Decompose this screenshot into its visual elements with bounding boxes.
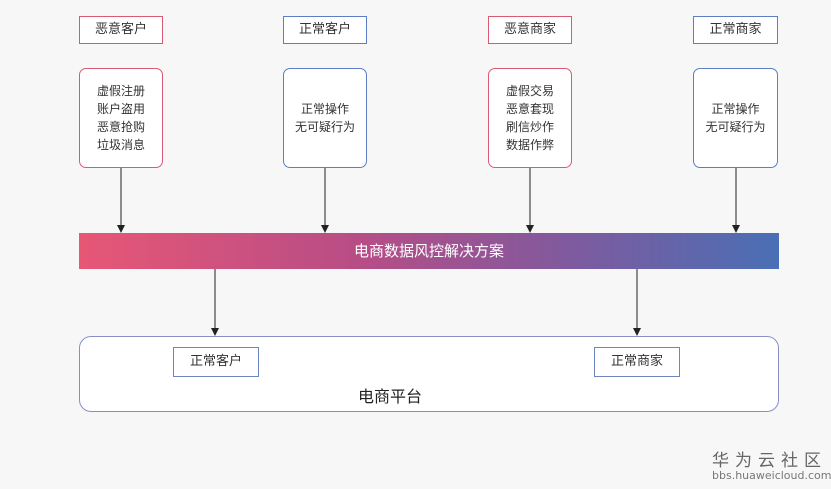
label-malicious-merchant: 恶意商家 (488, 16, 572, 44)
desc-line: 恶意套现 (505, 102, 554, 116)
label-normal-customer: 正常客户 (283, 16, 367, 44)
platform-label: 电商平台 (357, 387, 422, 406)
desc-line: 恶意抢购 (96, 120, 145, 134)
desc-line: 无可疑行为 (294, 120, 355, 134)
desc-normal-merchant: 正常操作 无可疑行为 (693, 68, 778, 168)
platform-normal-merchant: 正常商家 (594, 347, 680, 377)
desc-line: 账户盗用 (96, 102, 145, 116)
desc-line: 正常操作 (711, 102, 760, 116)
desc-malicious-merchant: 虚假交易 恶意套现 刷信炒作 数据作弊 (488, 68, 572, 168)
desc-line: 虚假注册 (96, 84, 145, 98)
label-normal-merchant: 正常商家 (693, 16, 778, 44)
watermark-title: 华为云社区 (712, 451, 827, 471)
desc-line: 虚假交易 (505, 84, 554, 98)
desc-line: 垃圾消息 (96, 138, 145, 152)
desc-line: 无可疑行为 (705, 120, 766, 134)
desc-malicious-customer: 虚假注册 账户盗用 恶意抢购 垃圾消息 (79, 68, 163, 168)
watermark-url: bbs.huaweicloud.com (712, 469, 831, 482)
platform-normal-customer: 正常客户 (173, 347, 259, 377)
desc-line: 刷信炒作 (505, 120, 554, 134)
desc-line: 正常操作 (300, 102, 349, 116)
risk-control-solution-band: 电商数据风控解决方案 (79, 233, 779, 269)
desc-line: 数据作弊 (505, 138, 554, 152)
desc-normal-customer: 正常操作 无可疑行为 (283, 68, 367, 168)
label-malicious-customer: 恶意客户 (79, 16, 163, 44)
